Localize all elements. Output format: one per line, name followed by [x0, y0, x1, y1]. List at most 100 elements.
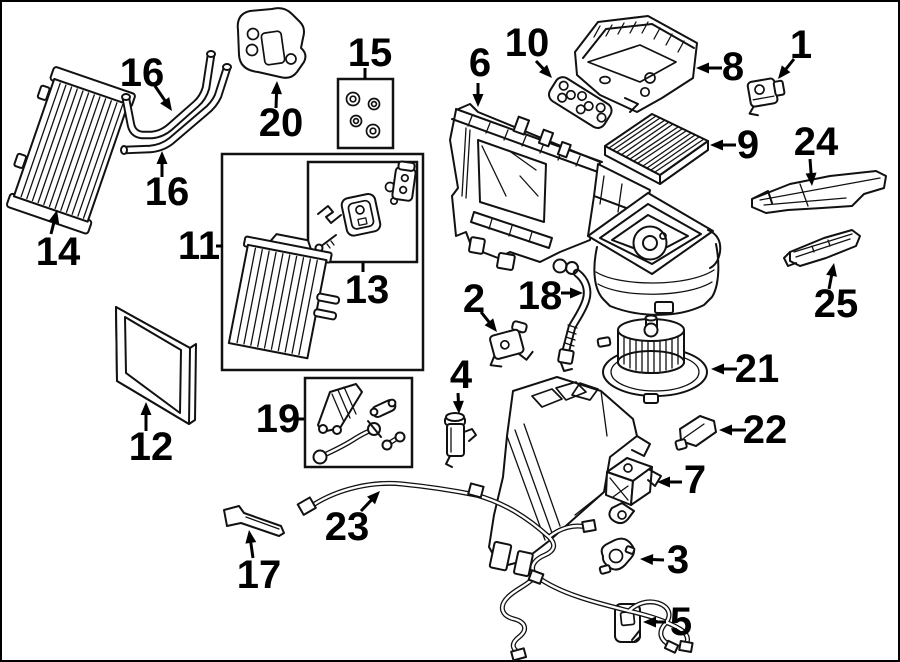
callout-c5[interactable]: 5 — [643, 600, 692, 644]
part-seal-frame — [115, 306, 197, 425]
callout-label-c7[interactable]: 7 — [684, 458, 706, 502]
part-trim-strip-24 — [751, 170, 887, 214]
callout-c14[interactable]: 14 — [36, 210, 81, 274]
part-bracket-17 — [223, 505, 285, 537]
callout-leader-c23 — [359, 496, 375, 513]
callout-arrowhead-c8 — [696, 62, 709, 74]
part-module-22 — [674, 415, 717, 451]
callout-label-c5[interactable]: 5 — [670, 600, 692, 644]
callout-label-c17[interactable]: 17 — [237, 553, 282, 597]
callout-c3[interactable]: 3 — [640, 538, 689, 582]
callout-label-c15[interactable]: 15 — [348, 31, 393, 75]
callout-label-c16b[interactable]: 16 — [145, 170, 190, 214]
callout-arrowhead-c6 — [472, 94, 484, 107]
callout-arrowhead-c7 — [657, 476, 670, 488]
part-actuator-3 — [598, 537, 636, 575]
callout-c8[interactable]: 8 — [696, 45, 744, 89]
callout-label-c12[interactable]: 12 — [129, 425, 174, 469]
part-upper-case-assembly — [449, 103, 722, 316]
callout-arrowhead-c20 — [271, 81, 283, 95]
callout-c6[interactable]: 6 — [469, 41, 491, 107]
callout-label-c4[interactable]: 4 — [450, 353, 473, 397]
callout-c10[interactable]: 10 — [505, 21, 552, 78]
callout-leader-c4 — [456, 392, 461, 406]
callout-leader-c1 — [782, 58, 796, 73]
callout-arrowhead-c3 — [640, 554, 654, 566]
part-heater-core — [6, 66, 136, 235]
callout-c25[interactable]: 25 — [814, 263, 859, 326]
callout-leader-c24 — [808, 158, 813, 178]
callout-arrowhead-c16b — [156, 151, 168, 164]
callout-c16a[interactable]: 16 — [120, 51, 172, 111]
part-vent-grid — [547, 76, 613, 129]
callout-c22[interactable]: 22 — [719, 408, 787, 452]
part-drain-pipe — [552, 258, 592, 372]
callout-label-c18[interactable]: 18 — [518, 274, 563, 318]
callout-c12[interactable]: 12 — [129, 402, 174, 469]
callout-leader-c20 — [274, 89, 279, 109]
callout-c4[interactable]: 4 — [450, 353, 473, 414]
callout-c16b[interactable]: 16 — [145, 151, 190, 214]
callout-c18[interactable]: 18 — [518, 274, 583, 318]
part-seal-kit-box — [336, 77, 395, 150]
callout-arrowhead-c12 — [140, 402, 152, 415]
part-heater-pipes — [120, 50, 232, 155]
callout-label-c24[interactable]: 24 — [794, 120, 839, 164]
callout-label-c14[interactable]: 14 — [36, 230, 81, 274]
part-valve-4 — [444, 412, 477, 468]
callout-label-c25[interactable]: 25 — [814, 282, 859, 326]
callout-label-c11[interactable]: 11 — [178, 224, 220, 268]
callout-c24[interactable]: 24 — [794, 120, 839, 186]
part-actuator-1 — [746, 77, 786, 117]
callout-leader-c3 — [648, 557, 665, 562]
callout-arrowhead-c18 — [570, 287, 583, 299]
callout-leader-c25 — [827, 271, 834, 290]
callout-label-c20[interactable]: 20 — [259, 101, 304, 145]
callout-c1[interactable]: 1 — [778, 23, 812, 79]
callout-label-c21[interactable]: 21 — [735, 347, 780, 391]
part-linkage-kit-box — [303, 376, 414, 469]
callout-label-c16a[interactable]: 16 — [120, 51, 165, 95]
callout-c2[interactable]: 2 — [463, 277, 497, 332]
callout-c15[interactable]: 15 — [348, 31, 393, 79]
callout-arrowhead-c14 — [48, 210, 60, 224]
callout-c21[interactable]: 21 — [711, 347, 779, 391]
part-evaporator-kit-box — [220, 152, 425, 372]
callout-c11[interactable]: 11 — [178, 224, 223, 268]
part-expansion-valve-kit-box — [306, 160, 419, 264]
part-actuator-2 — [489, 320, 534, 368]
callout-c19[interactable]: 19 — [256, 397, 304, 441]
part-evaporator-core — [227, 233, 341, 360]
part-gasket-plate — [236, 7, 307, 79]
callout-c9[interactable]: 9 — [710, 123, 759, 167]
callout-c7[interactable]: 7 — [657, 458, 706, 502]
callout-leader-c10 — [534, 59, 547, 73]
callout-c20[interactable]: 20 — [259, 81, 304, 145]
callout-c13[interactable]: 13 — [345, 263, 390, 312]
callout-label-c8[interactable]: 8 — [722, 45, 744, 89]
part-wiring-harness — [296, 480, 694, 662]
part-blend-door-housing — [605, 457, 662, 506]
callout-leader-c17 — [248, 538, 255, 559]
callout-label-c9[interactable]: 9 — [737, 123, 759, 167]
callout-arrowhead-c5 — [643, 616, 656, 628]
callout-c23[interactable]: 23 — [325, 491, 380, 549]
callout-label-c2[interactable]: 2 — [463, 277, 485, 321]
callout-arrowhead-c4 — [452, 400, 464, 414]
callout-c17[interactable]: 17 — [237, 530, 282, 597]
callout-label-c10[interactable]: 10 — [505, 21, 550, 65]
callout-label-c3[interactable]: 3 — [667, 538, 689, 582]
callout-label-c13[interactable]: 13 — [345, 268, 390, 312]
callout-label-c22[interactable]: 22 — [743, 408, 788, 452]
callout-label-c1[interactable]: 1 — [790, 23, 812, 67]
callout-label-c6[interactable]: 6 — [469, 41, 491, 85]
callout-layer: 1234567891011121314151616171819202122232… — [36, 21, 859, 644]
callout-label-c23[interactable]: 23 — [325, 505, 370, 549]
part-case-cover — [574, 15, 698, 113]
callout-arrowhead-c21 — [711, 363, 724, 375]
callout-leader-c2 — [479, 311, 493, 326]
callout-leader-c16a — [153, 85, 169, 105]
part-blower-motor — [596, 314, 708, 404]
callout-label-c19[interactable]: 19 — [256, 397, 301, 441]
callout-arrowhead-c25 — [826, 263, 837, 277]
